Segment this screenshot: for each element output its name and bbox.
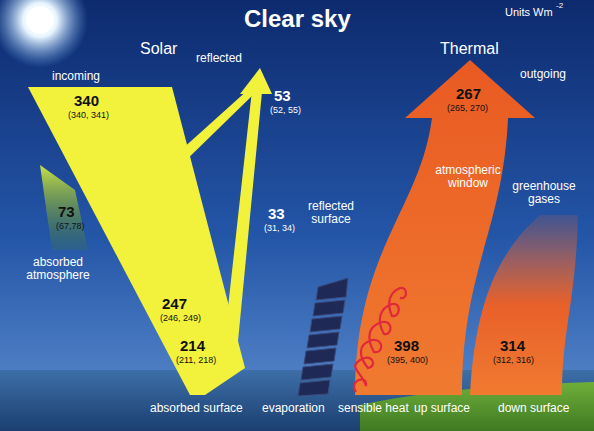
- flow-name: greenhouse gases: [506, 180, 582, 206]
- flow-name: reflected: [196, 52, 242, 65]
- flow-value: 340: [74, 93, 99, 110]
- value-range: (312, 316): [493, 356, 534, 366]
- section-heading: Solar: [140, 40, 177, 58]
- flow-name: down surface: [498, 402, 569, 415]
- value-range: (395, 400): [387, 356, 428, 366]
- value-range: (211, 218): [176, 356, 216, 366]
- flow-name: absorbed surface: [150, 402, 243, 415]
- flow-name: up surface: [414, 402, 470, 415]
- value-range: (265, 270): [447, 104, 488, 114]
- flow-name: outgoing: [520, 68, 566, 81]
- flow-name: reflected surface: [300, 200, 362, 226]
- flow-name: incoming: [52, 70, 100, 83]
- flow-value: 33: [268, 206, 285, 223]
- flow-name: absorbed atmosphere: [8, 256, 108, 282]
- value-range: (31, 34): [264, 224, 295, 234]
- flow-value: 53: [274, 88, 291, 105]
- flow-value: 267: [456, 86, 481, 103]
- value-range: (52, 55): [270, 106, 301, 116]
- units-label: Units Wm: [505, 6, 553, 18]
- value-range: (67,78): [56, 222, 85, 232]
- flow-name: atmospheric window: [428, 164, 508, 190]
- units-exponent: -2: [556, 2, 563, 11]
- flow-value: 73: [58, 204, 75, 221]
- flow-value: 214: [180, 338, 205, 355]
- flow-value: 398: [394, 338, 419, 355]
- flow-name: evaporation: [262, 402, 325, 415]
- flow-value: 247: [162, 296, 187, 313]
- section-heading: Thermal: [440, 40, 499, 58]
- diagram-title: Clear sky: [244, 6, 351, 32]
- flow-value: 314: [500, 338, 525, 355]
- value-range: (340, 341): [68, 111, 109, 121]
- value-range: (246, 249): [160, 314, 201, 324]
- flow-name: sensible heat: [338, 402, 409, 415]
